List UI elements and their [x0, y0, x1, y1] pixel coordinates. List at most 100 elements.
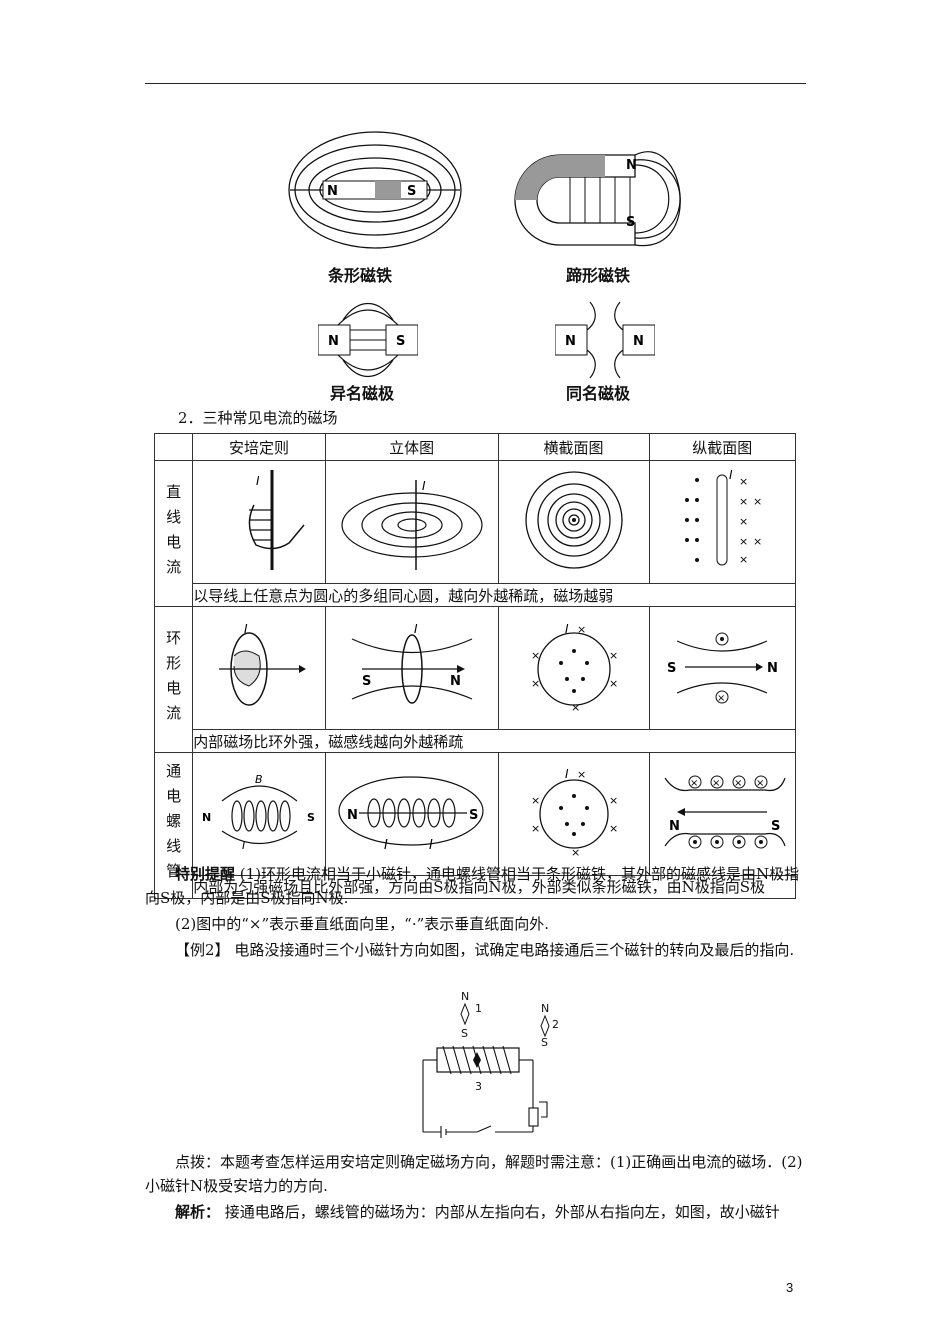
- svg-text:I: I: [244, 622, 248, 636]
- table-note-row: 以导线上任意点为圆心的多组同心圆，越向外越稀疏，磁场越弱: [155, 583, 796, 607]
- image-cell: I: [192, 606, 326, 730]
- svg-text:I: I: [414, 622, 418, 636]
- svg-text:×: ×: [609, 649, 618, 662]
- header-rule: [145, 83, 806, 84]
- reminder-text-2: (2)图中的“×”表示垂直纸面向里，“·”表示垂直纸面向外.: [175, 915, 550, 933]
- analysis-paragraph: 解析： 接通电路后，螺线管的磁场为：内部从左指向右，外部从右指向左，如图，故小磁…: [145, 1200, 806, 1224]
- loop-longitudinal-icon: × S N: [667, 632, 778, 704]
- like-poles-figure: N N: [555, 301, 655, 379]
- unlike-poles-caption: 异名磁极: [330, 384, 395, 403]
- section-title: 2．三种常见电流的磁场: [178, 409, 338, 427]
- header-cell: 安培定则: [192, 433, 326, 461]
- svg-text:S: S: [396, 334, 405, 349]
- loop-3d-icon: S N I: [351, 622, 472, 704]
- svg-text:N: N: [541, 1002, 549, 1015]
- note-cell: 内部磁场比环外强，磁感线越向外越稀疏: [192, 729, 796, 753]
- svg-text:×: ×: [577, 768, 586, 781]
- svg-text:N: N: [461, 990, 469, 1003]
- svg-text:×: ×: [739, 535, 748, 548]
- row-head: 环形电流: [153, 606, 194, 753]
- svg-text:I: I: [242, 839, 245, 852]
- svg-text:S: S: [626, 215, 635, 230]
- svg-text:×: ×: [571, 701, 580, 711]
- svg-text:3: 3: [475, 1080, 482, 1093]
- solenoid-longitudinal-icon: ×××× N S: [664, 775, 786, 849]
- longitudinal-dot-cross-icon: ××××××× I: [685, 468, 762, 566]
- svg-text:N: N: [767, 661, 778, 676]
- svg-text:×: ×: [609, 822, 618, 835]
- circuit-figure: N 1 S N 2 S 3: [422, 990, 559, 1138]
- solenoid-cross-section-icon: ×××××× I: [531, 767, 618, 859]
- image-cell: N S I I: [324, 752, 499, 876]
- loop-cross-section-icon: ×××××× I: [531, 622, 618, 714]
- note-cell: 内部为匀强磁场且比外部强，方向由S极指向N极，外部类似条形磁铁，由N极指向S极: [192, 875, 796, 899]
- svg-text:I: I: [256, 474, 260, 488]
- svg-text:×: ×: [734, 778, 742, 789]
- image-cell: × S N: [648, 606, 796, 730]
- table-row: 直线电流 I I: [153, 460, 796, 607]
- image-cell: I: [324, 460, 499, 584]
- image-cell: ×××××× I: [497, 752, 650, 876]
- svg-text:N: N: [328, 334, 339, 349]
- image-cell: N S B I: [192, 752, 326, 876]
- svg-text:N: N: [327, 184, 338, 199]
- concentric-3d-icon: I: [341, 479, 483, 570]
- svg-text:N: N: [565, 334, 576, 349]
- unlike-poles-figure: N S: [318, 303, 418, 377]
- image-cell: ××××××× I: [648, 460, 796, 584]
- example-label: 【例2】: [175, 941, 230, 959]
- table-note-row: 内部为匀强磁场且比外部强，方向由S极指向N极，外部类似条形磁铁，由N极指向S极: [155, 875, 796, 899]
- bar-magnet-figure: N S: [288, 131, 462, 249]
- svg-text:×: ×: [690, 778, 698, 789]
- row-head: 直线电流: [153, 460, 194, 607]
- svg-text:S: S: [461, 1027, 468, 1040]
- image-cell: ×××××× I: [497, 606, 650, 730]
- page-number: 3: [786, 1280, 794, 1295]
- current-field-table: 安培定则 立体图 横截面图 纵截面图 直线电流 I I: [153, 433, 796, 899]
- svg-text:×: ×: [531, 649, 540, 662]
- svg-text:I: I: [565, 622, 569, 636]
- image-cell: S N I: [324, 606, 499, 730]
- bar-magnet-caption: 条形磁铁: [328, 266, 393, 285]
- reminder-text-1: (1)环形电流相当于小磁针，通电螺线管相当于条形磁铁，其外部的磁感线是由N极指向…: [145, 865, 800, 907]
- analysis-label: 解析：: [175, 1203, 221, 1221]
- svg-text:×: ×: [571, 846, 580, 856]
- header-cell: 纵截面图: [648, 433, 796, 461]
- concentric-cross-icon: [524, 471, 623, 569]
- row-head: 通电螺线管: [153, 752, 194, 899]
- svg-text:×: ×: [739, 495, 748, 508]
- image-cell: [497, 460, 650, 584]
- note-cell: 以导线上任意点为圆心的多组同心圆，越向外越稀疏，磁场越弱: [192, 583, 796, 607]
- svg-text:×: ×: [753, 495, 762, 508]
- svg-text:S: S: [407, 184, 416, 199]
- svg-text:×: ×: [609, 677, 618, 690]
- svg-text:N: N: [347, 808, 358, 823]
- svg-text:S: S: [667, 661, 676, 676]
- svg-text:N: N: [669, 819, 680, 834]
- svg-text:N: N: [626, 158, 637, 173]
- svg-text:×: ×: [531, 822, 540, 835]
- horseshoe-magnet-figure: N S: [514, 151, 681, 246]
- table-row: 通电螺线管 N S B I N S: [153, 752, 796, 899]
- table-row: 环形电流 I S N I: [153, 606, 796, 753]
- table-header-row: 安培定则 立体图 横截面图 纵截面图: [153, 433, 796, 461]
- svg-text:×: ×: [712, 778, 720, 789]
- svg-text:I: I: [565, 768, 569, 781]
- header-cell: 横截面图: [497, 433, 650, 461]
- svg-text:I: I: [429, 838, 433, 853]
- analysis-text: 接通电路后，螺线管的磁场为：内部从左指向右，外部从右指向左，如图，故小磁针: [224, 1203, 780, 1221]
- svg-text:×: ×: [609, 794, 618, 807]
- hint-paragraph: 点拨：本题考查怎样运用安培定则确定磁场方向，解题时需注意：(1)正确画出电流的磁…: [145, 1153, 803, 1195]
- table-note-row: 内部磁场比环外强，磁感线越向外越稀疏: [155, 729, 796, 753]
- svg-text:N: N: [450, 674, 461, 689]
- svg-text:1: 1: [475, 1002, 482, 1015]
- svg-text:S: S: [469, 808, 478, 823]
- svg-text:I: I: [384, 838, 388, 853]
- like-poles-caption: 同名磁极: [566, 384, 631, 403]
- svg-text:×: ×: [756, 778, 764, 789]
- svg-text:N: N: [202, 811, 211, 824]
- header-cell: 立体图: [324, 433, 499, 461]
- right-hand-loop-icon: I: [219, 622, 307, 706]
- svg-text:×: ×: [739, 515, 748, 528]
- image-cell: ×××× N S: [648, 752, 796, 876]
